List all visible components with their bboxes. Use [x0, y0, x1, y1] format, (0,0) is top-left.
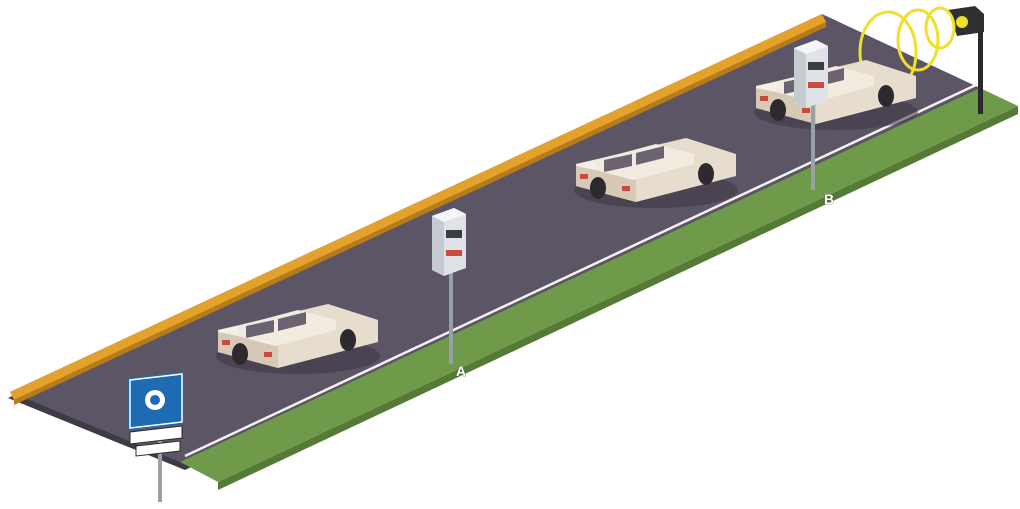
point-a-label: A: [456, 363, 466, 379]
parking-sign-icon: [128, 372, 184, 502]
point-b-label: B: [824, 191, 834, 207]
